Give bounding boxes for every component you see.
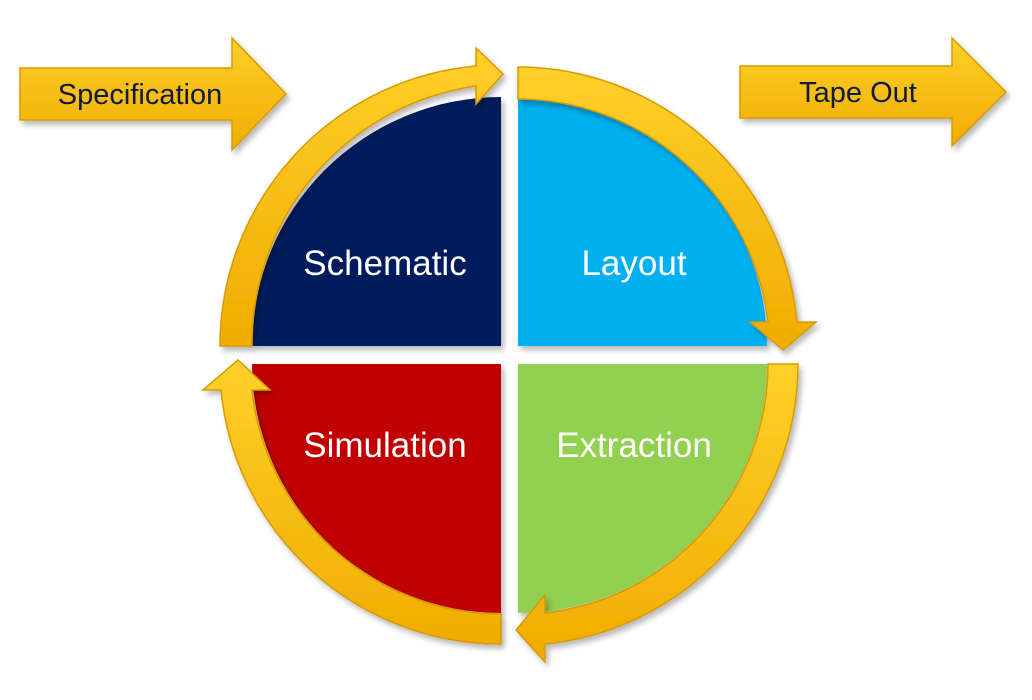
simulation-quadrant-shape (252, 364, 501, 613)
layout-label: Layout (581, 244, 686, 283)
tape-out-arrow: Tape Out (739, 36, 1008, 148)
cycle-arrow-bottom-left (200, 358, 502, 645)
extraction-label: Extraction (556, 426, 712, 465)
schematic-label: Schematic (303, 244, 466, 283)
cycle-arrow-bottom-right-shape (515, 363, 799, 664)
simulation-quadrant: Simulation (252, 364, 501, 613)
cycle-arrow-top-right (517, 66, 819, 351)
cycle-arrow-bottom-right (515, 363, 799, 664)
extraction-quadrant: Extraction (518, 364, 767, 613)
cycle-arrow-top-right-shape (517, 66, 819, 351)
schematic-quadrant: Schematic (252, 97, 501, 346)
tape-out-label: Tape Out (799, 77, 917, 109)
layout-quadrant: Layout (518, 97, 767, 346)
schematic-quadrant-shape (252, 97, 501, 346)
cycle-arrow-top-left-shape (219, 46, 505, 347)
layout-quadrant-shape (518, 97, 767, 346)
extraction-quadrant-shape (518, 364, 767, 613)
simulation-label: Simulation (303, 426, 466, 465)
tape-out-arrow-shape (739, 36, 1008, 148)
specification-arrow-shape (19, 36, 288, 152)
specification-label: Specification (58, 79, 222, 111)
cycle-arrow-bottom-left-shape (200, 358, 502, 645)
specification-arrow: Specification (19, 36, 288, 152)
cycle-arrow-top-left (219, 46, 505, 347)
